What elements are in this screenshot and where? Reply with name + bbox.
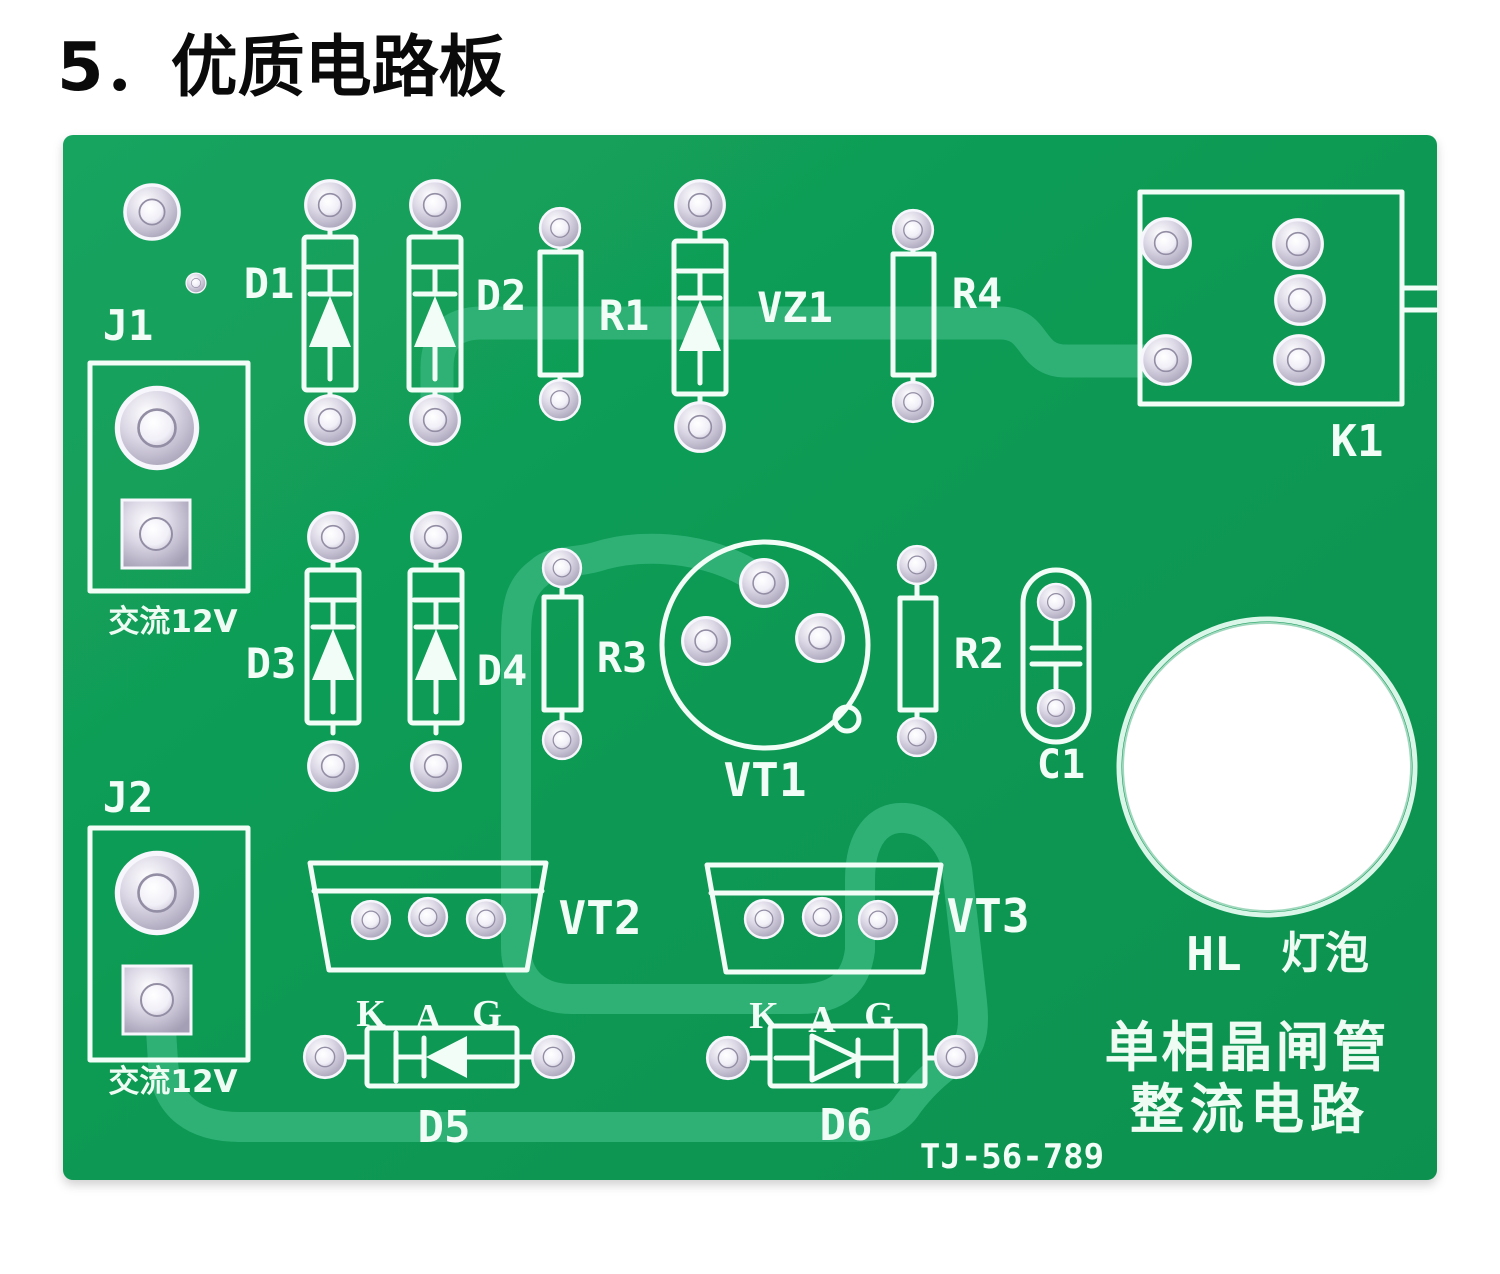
- component-d6: D6: [749, 1023, 939, 1151]
- solder-pad: [795, 613, 845, 663]
- page-title: 5．优质电路板: [57, 28, 506, 106]
- label-d3: D3: [246, 639, 297, 688]
- solder-pad: [1274, 274, 1326, 326]
- label-vt1: VT1: [723, 753, 806, 807]
- solder-pad: [801, 896, 843, 938]
- j2-outline: [87, 825, 251, 1063]
- solder-pad: [409, 394, 461, 446]
- label-d4: D4: [477, 646, 528, 695]
- square-pad-hole: [140, 983, 174, 1017]
- board-text: 单相晶闸管 整流电路 TJ-56-789: [920, 1016, 1390, 1177]
- component-vt3: K A G VT3: [704, 862, 1030, 1041]
- solder-pad: [541, 547, 583, 589]
- solder-pad: [681, 616, 731, 666]
- label-d1: D1: [244, 259, 295, 308]
- solder-pad: [674, 179, 726, 231]
- label-hl: HL: [1186, 927, 1241, 981]
- solder-pad: [307, 511, 359, 563]
- label-vt2-pin-a: A: [414, 997, 442, 1039]
- solder-pad: [307, 740, 359, 792]
- component-vz1: VZ1: [674, 231, 833, 404]
- solder-pad: [530, 1034, 576, 1080]
- label-vt3: VT3: [946, 889, 1029, 943]
- solder-pad: [933, 1034, 979, 1080]
- label-r4: R4: [952, 269, 1003, 318]
- label-vt3-pin-g: G: [864, 995, 894, 1037]
- solder-pad: [304, 179, 356, 231]
- component-d2: D2: [409, 227, 526, 400]
- solder-pad: [857, 899, 899, 941]
- solder-pad: [117, 853, 196, 932]
- solder-pad: [1272, 218, 1324, 270]
- square-pad-hole: [139, 517, 173, 551]
- component-r2: R2: [897, 581, 1005, 723]
- component-d3: D3: [246, 560, 359, 733]
- solder-pad: [407, 896, 449, 938]
- solder-pad: [350, 899, 392, 941]
- label-j1: J1: [103, 301, 154, 350]
- solder-pad: [1140, 334, 1192, 386]
- j1-outline: [87, 360, 251, 594]
- label-lamp: 灯泡: [1281, 928, 1369, 979]
- label-vz1: VZ1: [757, 283, 833, 332]
- component-c1: C1: [1020, 567, 1092, 788]
- solder-pad: [410, 740, 462, 792]
- label-j1-ac12v: 交流12V: [108, 604, 237, 640]
- solder-pad: [739, 558, 789, 608]
- solder-pad: [743, 898, 785, 940]
- solder-pad: [1036, 688, 1076, 728]
- solder-pad: [891, 208, 935, 252]
- solder-pad: [538, 378, 582, 422]
- component-d5: D5: [345, 1025, 534, 1153]
- solder-pad: [1036, 582, 1076, 622]
- label-circuit-name-line1: 单相晶闸管: [1105, 1016, 1390, 1079]
- label-c1: C1: [1037, 742, 1085, 788]
- solder-pad: [674, 401, 726, 453]
- solder-pad: [465, 898, 507, 940]
- solder-pad: [538, 206, 582, 250]
- solder-pad: [891, 380, 935, 424]
- via-pad: [185, 272, 207, 294]
- solder-pad: [705, 1035, 751, 1081]
- solder-pad: [896, 544, 938, 586]
- label-d2: D2: [476, 271, 527, 320]
- solder-pad: [896, 716, 938, 758]
- label-vt2: VT2: [558, 891, 641, 945]
- label-circuit-name-line2: 整流电路: [1130, 1078, 1370, 1141]
- component-j1: J1 交流12V: [87, 301, 251, 640]
- label-d6: D6: [820, 1100, 873, 1151]
- solder-pad: [541, 719, 583, 761]
- solder-pads: [117, 179, 1326, 1081]
- solder-pad: [302, 1034, 348, 1080]
- label-r1: R1: [599, 291, 650, 340]
- component-k1: K1: [1137, 189, 1439, 467]
- solder-pad: [409, 179, 461, 231]
- solder-pad: [117, 388, 196, 467]
- label-vt3-pin-k: K: [749, 995, 779, 1037]
- mounting-hole: [123, 183, 181, 241]
- copper-trace-top-rail: [420, 306, 1181, 425]
- component-r4: R4: [890, 245, 1003, 387]
- label-j2-ac12v: 交流12V: [108, 1064, 237, 1100]
- component-vt1: VT1: [659, 539, 871, 807]
- solder-pad: [1140, 217, 1192, 269]
- solder-pad: [410, 511, 462, 563]
- lamp-hole: HL 灯泡: [1116, 616, 1418, 981]
- label-d5: D5: [418, 1102, 471, 1153]
- label-j2: J2: [103, 773, 154, 822]
- label-k1: K1: [1331, 416, 1384, 467]
- label-r2: R2: [954, 629, 1005, 678]
- label-r3: R3: [597, 633, 648, 682]
- solder-pad: [1273, 334, 1325, 386]
- component-d1: D1: [244, 227, 356, 400]
- label-part-number: TJ-56-789: [920, 1137, 1104, 1177]
- component-j2: J2 交流12V: [87, 773, 251, 1100]
- component-d4: D4: [410, 560, 527, 733]
- solder-pad: [304, 394, 356, 446]
- pcb-board: [63, 135, 1437, 1180]
